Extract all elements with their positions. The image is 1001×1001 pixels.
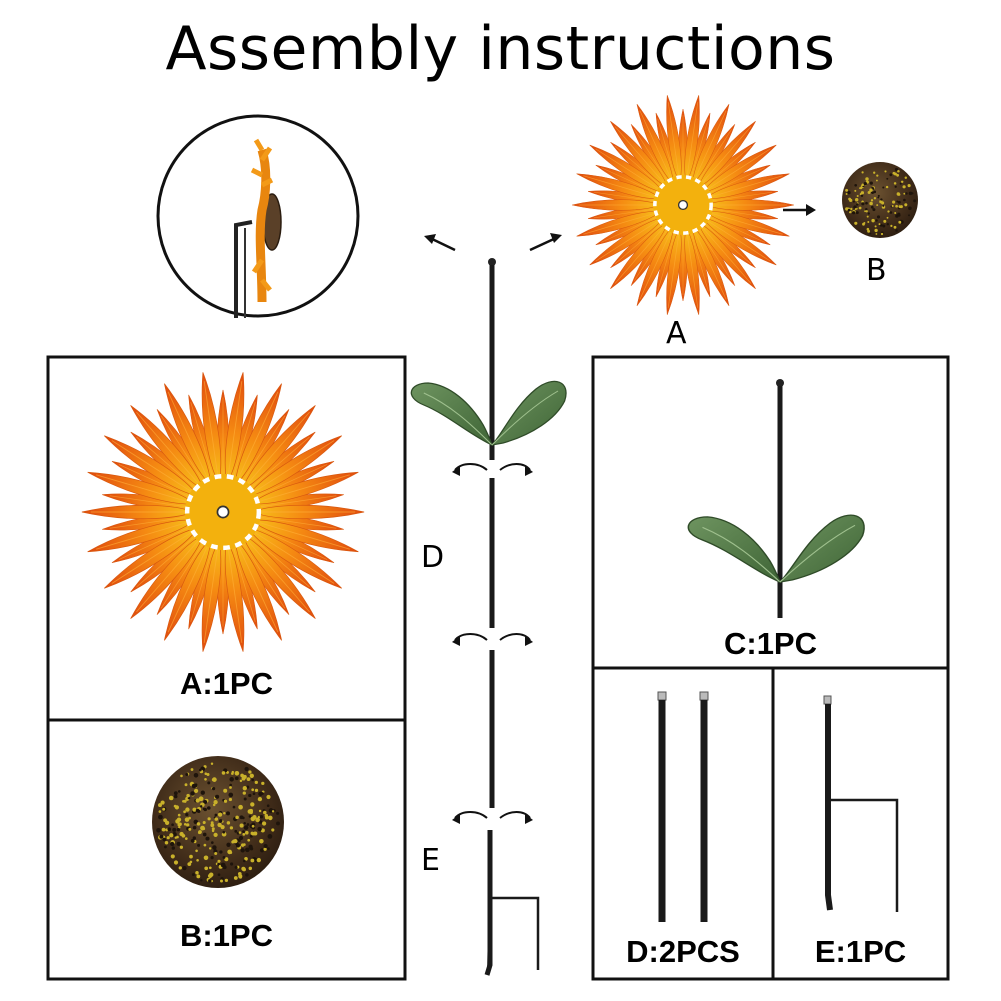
parts-box-left bbox=[46, 355, 407, 981]
arrows bbox=[424, 204, 816, 252]
caption-part-d: D:2PCS bbox=[626, 934, 740, 969]
page-title: Assembly instructions bbox=[165, 14, 836, 84]
ground-stake-icon bbox=[823, 695, 899, 912]
sunflower-head-icon-top bbox=[572, 94, 794, 315]
sunflower-head-icon bbox=[82, 371, 364, 652]
caption-part-c: C:1PC bbox=[723, 626, 817, 661]
seed-dome-icon-top bbox=[842, 162, 918, 238]
assembled-stalk bbox=[410, 258, 567, 976]
parts-box-right bbox=[591, 355, 950, 981]
label-b: B bbox=[866, 253, 887, 288]
caption-part-e: E:1PC bbox=[814, 934, 907, 969]
side-view-inset bbox=[156, 114, 360, 318]
seed-dome-icon bbox=[152, 756, 284, 888]
top-stem-with-leaves-icon bbox=[687, 379, 865, 618]
caption-part-a: A:1PC bbox=[179, 666, 273, 701]
label-e: E bbox=[421, 843, 440, 878]
caption-part-b: B:1PC bbox=[179, 918, 273, 953]
label-a: A bbox=[666, 316, 687, 351]
label-d: D bbox=[421, 540, 445, 575]
middle-rod-icon bbox=[657, 691, 709, 922]
